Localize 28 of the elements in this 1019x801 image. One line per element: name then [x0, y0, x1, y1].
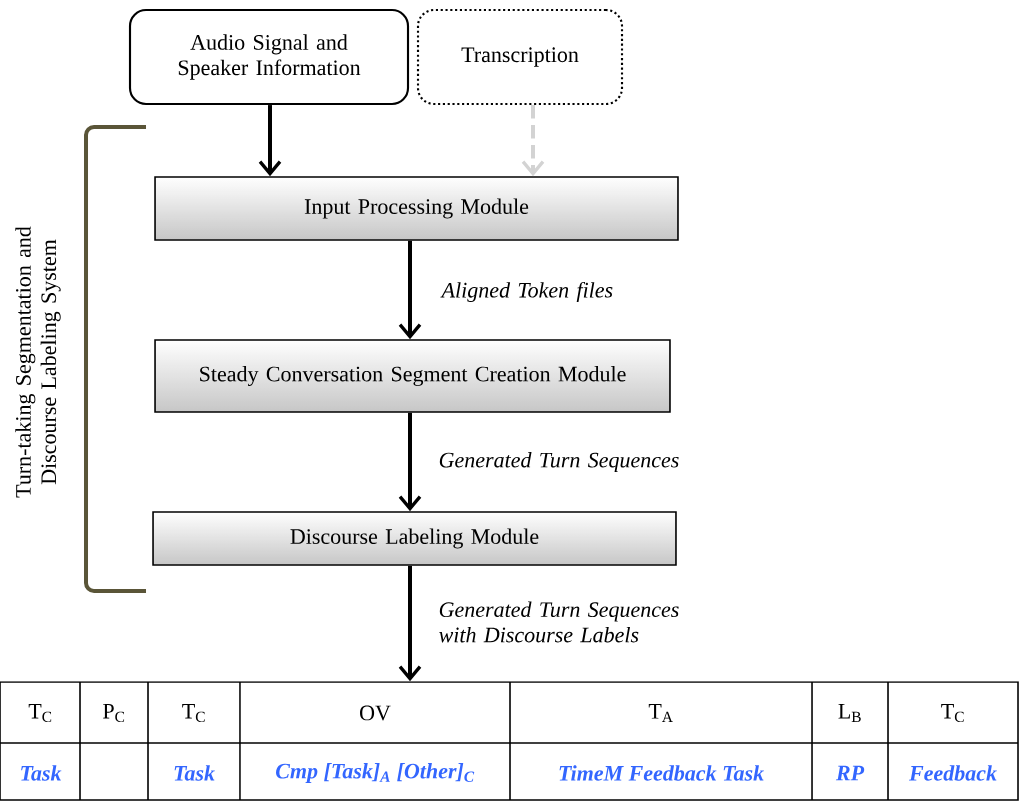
edge-label: Aligned Token files — [440, 281, 613, 303]
data-table — [0, 681, 1019, 801]
table-cell-text: Task — [174, 765, 215, 781]
table-cell-text: T$_{A}$ — [648, 704, 673, 722]
edge-label: Generated Turn Sequences — [439, 452, 679, 472]
arrow — [398, 240, 422, 340]
module-box: Discourse Labeling Module — [152, 511, 677, 566]
table-cell-text: TimeM Feedback Task — [559, 765, 764, 781]
table-cell-text: T$_{C}$ — [28, 704, 52, 722]
edge-label: Generated Turn Sequences with Discourse Labels — [439, 601, 679, 643]
input-box: Audio Signal and Speaker Information — [128, 8, 410, 106]
system-label: Turn-taking Segmentation and Discourse Labeling System — [15, 226, 61, 498]
arrow — [521, 105, 545, 177]
arrow — [398, 565, 422, 682]
module-box: Steady Conversation Segment Creation Module — [154, 339, 671, 413]
table-cell-text: L$_{B}$ — [838, 704, 861, 722]
table-cell-text: P$_{C}$ — [103, 704, 125, 722]
table-cell-text: OV — [360, 705, 391, 721]
table-cell-text: Feedback — [909, 765, 997, 781]
arrow — [258, 105, 282, 177]
table-cell-text: RP — [835, 765, 865, 781]
table-cell-text: T$_{C}$ — [182, 704, 205, 722]
input-box: Transcription — [416, 8, 624, 106]
module-box: Input Processing Module — [154, 176, 679, 241]
table-cell-text: Cmp [Task]$_{A}$ [Other]$_{C}$ — [276, 763, 475, 783]
table-cell-text: Task — [21, 765, 62, 781]
arrow — [398, 412, 422, 512]
table-cell-text: T$_{C}$ — [941, 704, 964, 722]
